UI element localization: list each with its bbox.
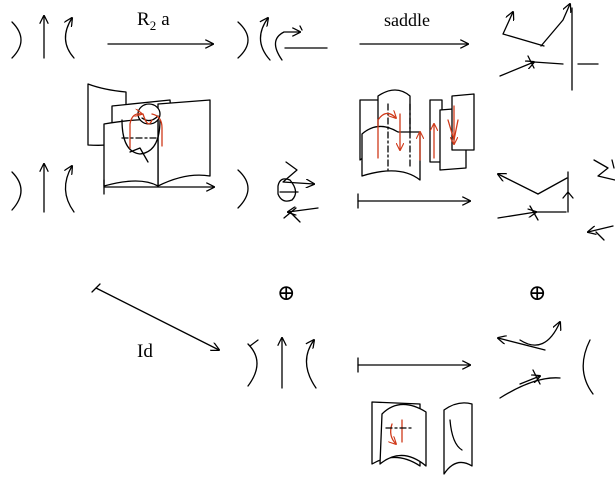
saddle-cobordism-arrow [358, 194, 470, 208]
direct-sum-symbol-left: ⊕ [277, 280, 295, 305]
row2-tangle-saddle [498, 160, 615, 240]
row3-tangle-result [498, 322, 593, 398]
row2-tangle-r2a-loop [238, 162, 318, 222]
saddle-cobordism-surface [360, 90, 474, 180]
row2-tangle-start [12, 164, 74, 212]
identity-cobordism-surface [372, 402, 472, 474]
r2a-cobordism-surface [88, 84, 210, 186]
identity-label: Id [137, 341, 153, 362]
row1-tangle-start [12, 16, 74, 58]
row1-tangle-r2a [238, 18, 327, 60]
direct-sum-symbol-right: ⊕ [528, 280, 546, 305]
saddle-label: saddle [384, 10, 430, 30]
row3-tangle-identity [248, 338, 316, 388]
identity-arrow [92, 284, 219, 350]
identity-cobordism-arrow [358, 358, 470, 372]
row1-tangle-saddle [500, 4, 598, 90]
